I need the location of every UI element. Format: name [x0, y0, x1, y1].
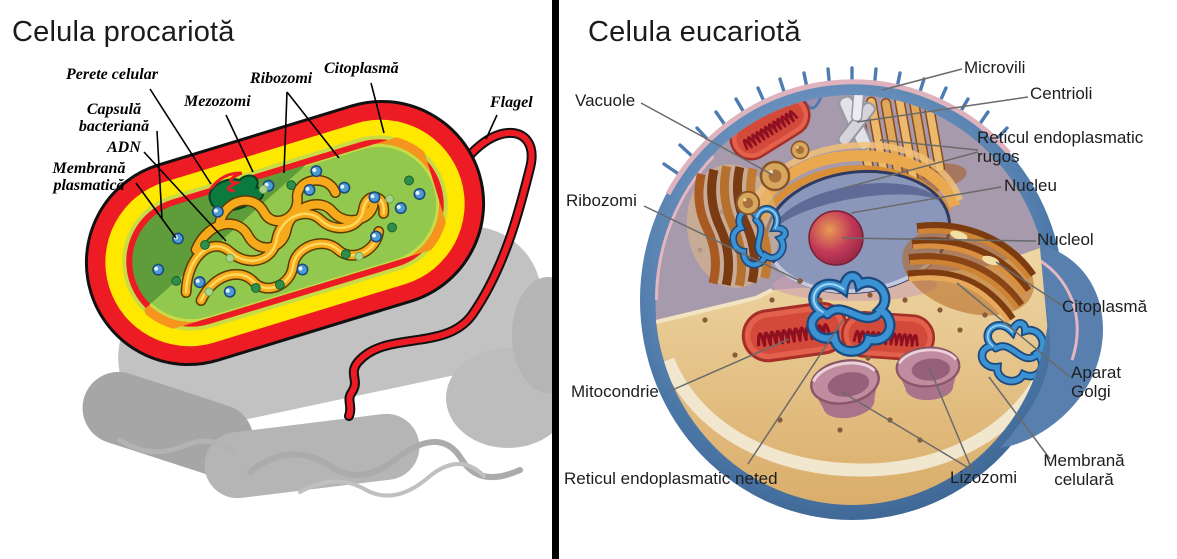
panel-divider: [552, 0, 559, 559]
label-vacuole: Vacuole: [575, 91, 636, 110]
label-citoplasma-prokaryote: Citoplasmă: [324, 60, 399, 77]
eukaryote-illustration: [640, 66, 1104, 520]
eukaryote-title: Celula eucariotă: [588, 16, 801, 48]
golgi-apparatus: [902, 222, 1037, 324]
label-flagel: Flagel: [490, 94, 533, 111]
eukaryote-cell: [640, 66, 1104, 520]
vacuole-ring: [735, 190, 761, 216]
flagellum: [344, 128, 537, 421]
prokaryote-leader-lines: [135, 82, 498, 242]
prokaryote-illustration: [82, 82, 552, 499]
eukaryote-leader-lines: [640, 68, 1071, 471]
label-aparat-golgi: Aparat Golgi: [1071, 363, 1122, 402]
label-reticul-neted: Reticul endoplasmatic neted: [564, 469, 778, 488]
centrioles: [837, 95, 876, 151]
prokaryote-title: Celula procariotă: [12, 16, 235, 48]
label-centrioli: Centrioli: [1030, 84, 1093, 103]
label-reticul-rugos: Reticul endoplasmatic rugos: [977, 128, 1144, 167]
label-ribozomi-prokaryote: Ribozomi: [250, 70, 313, 87]
label-nucleu: Nucleu: [1004, 176, 1057, 195]
label-membrana-plasmatica: Membrană plasmatică: [52, 160, 126, 194]
vacuole-ring: [790, 140, 810, 160]
label-adn: ADN: [107, 139, 141, 156]
label-perete-celular: Perete celular: [66, 66, 158, 83]
vacuole-ring: [759, 160, 791, 192]
label-nucleol: Nucleol: [1037, 230, 1094, 249]
label-citoplasma-eukaryote: Citoplasmă: [1062, 297, 1148, 316]
label-membrana-celulara: Membrană celulară: [1043, 451, 1125, 490]
cell-interior: [655, 95, 1049, 505]
label-ribozomi-eukaryote: Ribozomi: [566, 191, 637, 210]
label-capsula-bacteriana: Capsulă bacteriană: [78, 101, 150, 135]
label-mitocondrie: Mitocondrie: [571, 382, 659, 401]
bacterium-body: [84, 99, 486, 367]
label-microvili: Microvili: [964, 58, 1026, 77]
label-lizozomi: Lizozomi: [950, 468, 1018, 487]
dna-nucleoid: [180, 174, 390, 306]
label-mezozomi: Mezozomi: [184, 93, 251, 110]
